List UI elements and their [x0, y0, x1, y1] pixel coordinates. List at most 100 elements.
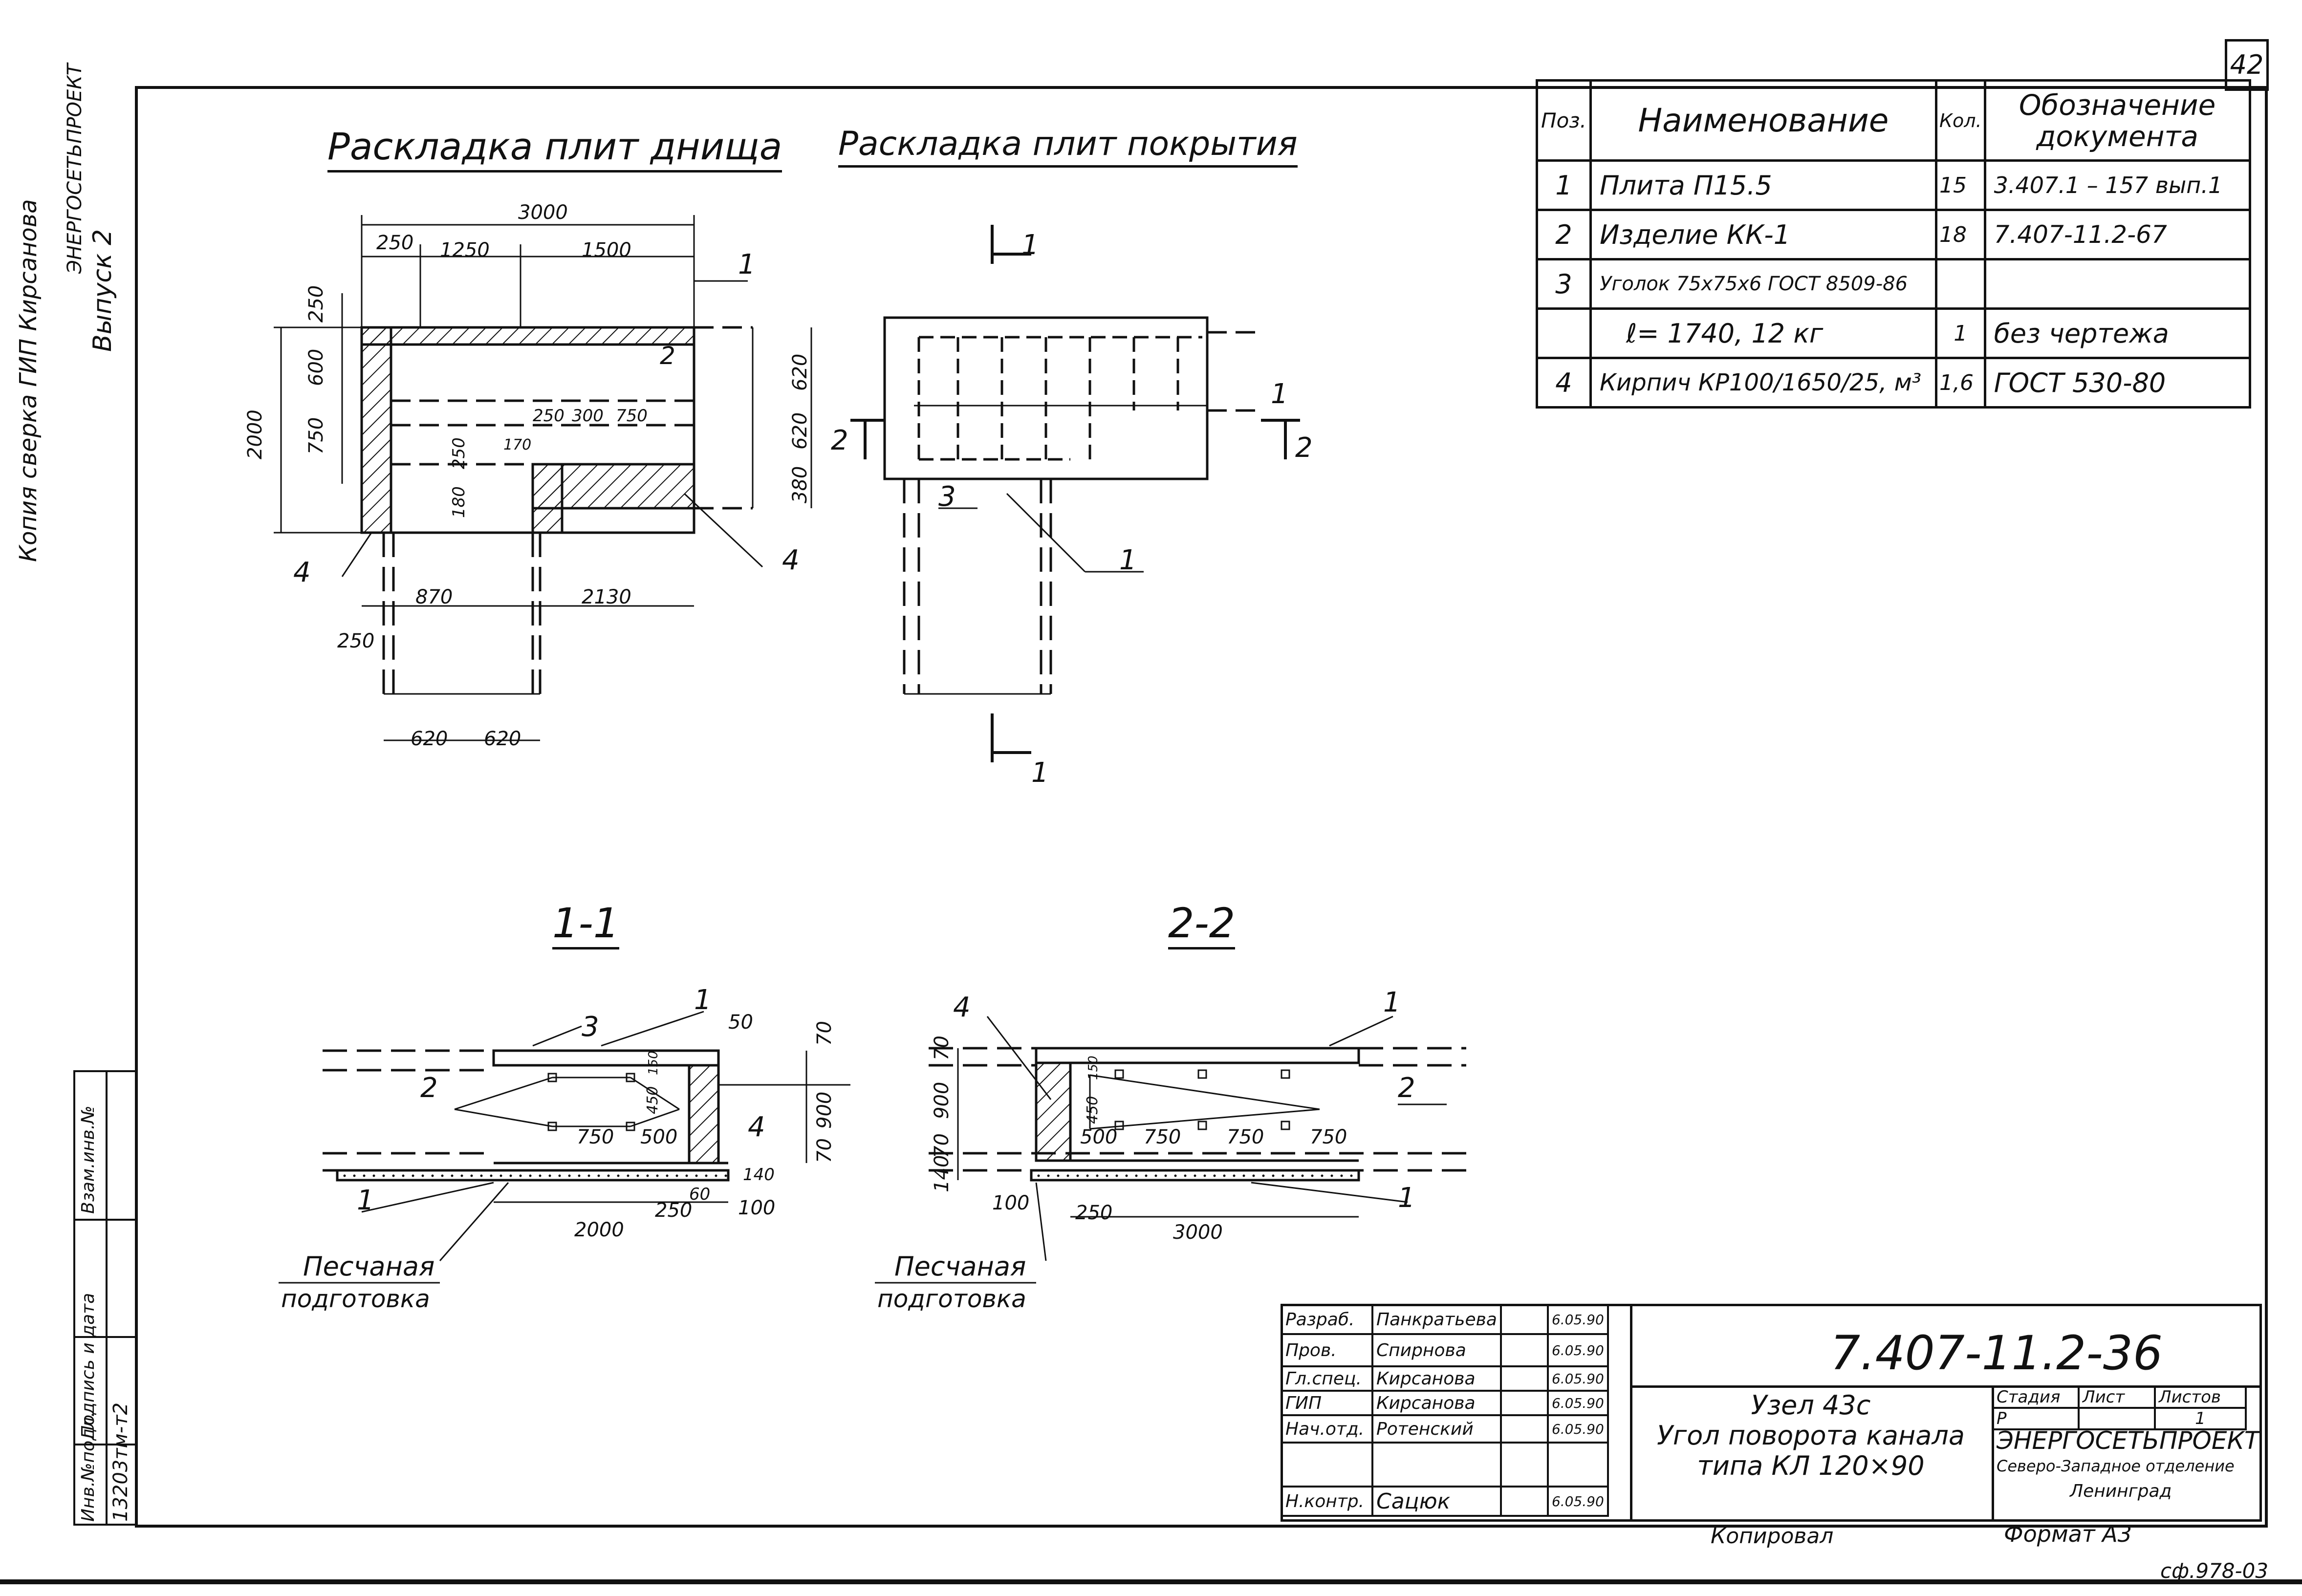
spec-doc — [1983, 258, 2251, 310]
section-22-title-text: 2-2 — [1168, 899, 1236, 947]
sig-role: Н.контр. — [1281, 1486, 1373, 1517]
sig-date: 6.05.90 — [1546, 1333, 1609, 1367]
spec-row: 1 Плита П15.5 15 3.407.1 – 157 вып.1 — [1536, 159, 2251, 211]
title-block: Разраб. Панкратьева 6.05.90 Пров. Спирно… — [1281, 1304, 2262, 1522]
spec-qty: 1 — [1934, 307, 1986, 359]
spec-qty: 18 — [1934, 209, 1986, 260]
sig-sign — [1499, 1333, 1549, 1367]
dim-250-a: 250 — [376, 232, 413, 254]
sig-row: Разраб. Панкратьева 6.05.90 — [1281, 1304, 1609, 1335]
signature-table: Разраб. Панкратьева 6.05.90 Пров. Спирно… — [1281, 1304, 1609, 1517]
stage-divider-v — [1992, 1385, 1994, 1519]
s22-dim-750b: 750 — [1227, 1126, 1264, 1148]
sig-sign — [1499, 1365, 1549, 1392]
s22-note-1: Песчаная — [894, 1251, 1026, 1282]
spec-pos: 2 — [1536, 209, 1592, 260]
dim-870: 870 — [415, 586, 453, 608]
s11-callout-4: 4 — [748, 1111, 765, 1143]
org-line-1: ЭНЕРГОСЕТЬПРОЕКТ — [1997, 1426, 2259, 1455]
sig-row — [1281, 1442, 1609, 1488]
footer-order: сф.978-03 — [2160, 1559, 2268, 1583]
dim-380: 380 — [789, 466, 811, 503]
s22-dim-70b: 70 — [931, 1133, 953, 1158]
s11-callout-3: 3 — [582, 1011, 599, 1043]
sig-sign — [1499, 1414, 1549, 1444]
strip-row2 — [75, 1336, 137, 1338]
sheet-value — [2078, 1407, 2156, 1430]
spec-name: Уголок 75х75х6 ГОСТ 8509-86 — [1589, 258, 1937, 310]
spec-doc: 7.407-11.2-67 — [1983, 209, 2251, 260]
stage-value-row: Р 1 — [1992, 1407, 2247, 1430]
spec-h-name: Наименование — [1589, 79, 1937, 162]
s11-note-2: подготовка — [281, 1285, 430, 1313]
specification-table: Поз. Наименование Кол. Обозначение докум… — [1536, 79, 2251, 409]
footer-format: Формат А3 — [2004, 1521, 2132, 1547]
desc-line-1: Узел 43с — [1751, 1390, 1871, 1421]
s22-dim-150: 150 — [1086, 1056, 1101, 1080]
drawing-description: Узел 43с Угол поворота канала типа КЛ 12… — [1635, 1390, 1987, 1481]
footer-copied-text: Копировал — [1711, 1524, 1834, 1549]
spec-doc: 3.407.1 – 157 вып.1 — [1983, 159, 2251, 211]
spec-h-pos: Поз. — [1536, 79, 1592, 162]
plan-top-title-text: Раскладка плит покрытия — [838, 125, 1298, 163]
sig-name: Сацюк — [1371, 1486, 1502, 1517]
sig-sign — [1499, 1304, 1549, 1335]
sig-sign — [1499, 1486, 1549, 1517]
s22-callout-1: 1 — [1383, 987, 1401, 1018]
spec-row: 3 Уголок 75х75х6 ГОСТ 8509-86 — [1536, 258, 2251, 310]
s22-dim-140: 140 — [931, 1155, 953, 1192]
sig-name: Кирсанова — [1371, 1390, 1502, 1416]
sig-name: Кирсанова — [1371, 1365, 1502, 1392]
section-22-labels: 70 900 70 140 450 150 500 750 750 750 10… — [877, 987, 1415, 1313]
spec-row: 4 Кирпич КР100/1650/25, м³ 1,6 ГОСТ 530-… — [1536, 357, 2251, 409]
s22-dim-3000: 3000 — [1173, 1221, 1223, 1244]
s11-dim-150: 150 — [646, 1051, 661, 1075]
strip-col-divider — [106, 1072, 108, 1524]
dim-2000: 2000 — [244, 410, 266, 459]
dim-250-e: 250 — [337, 630, 374, 652]
sig-role: Нач.отд. — [1281, 1414, 1373, 1444]
s11-note-1: Песчаная — [303, 1251, 434, 1282]
spec-name: Плита П15.5 — [1589, 159, 1937, 211]
spec-h-doc: Обозначение документа — [1983, 79, 2251, 162]
dim-620-b2: 620 — [484, 728, 521, 750]
sig-name: Панкратьева — [1371, 1304, 1502, 1335]
sig-sign — [1499, 1442, 1549, 1488]
section-mark-left: 2 — [831, 425, 848, 456]
s11-dim-250: 250 — [655, 1199, 692, 1222]
sig-date: 6.05.90 — [1546, 1414, 1609, 1444]
sig-row: ГИП Кирсанова 6.05.90 — [1281, 1390, 1609, 1416]
section-mark-bottom: 1 — [1031, 757, 1049, 789]
callout-top-1b: 1 — [1119, 544, 1137, 576]
dim-750-b: 750 — [616, 406, 648, 426]
sig-role: Гл.спец. — [1281, 1365, 1373, 1392]
dim-750: 750 — [305, 417, 327, 454]
plan-top-drawing — [850, 225, 1300, 762]
organization: ЭНЕРГОСЕТЬПРОЕКТ Северо-Западное отделен… — [1997, 1426, 2260, 1503]
dim-300: 300 — [572, 406, 604, 426]
callout-top-1: 1 — [1271, 378, 1288, 410]
callout-2: 2 — [660, 342, 675, 370]
spec-pos: 4 — [1536, 357, 1592, 409]
footer-format-text: Формат А3 — [2004, 1521, 2132, 1547]
spec-h-qty: Кол. — [1934, 79, 1986, 162]
section-11-title-text: 1-1 — [552, 899, 620, 947]
section-mark-top: 1 — [1021, 229, 1039, 261]
spec-h-doc-1: Обозначение — [2019, 88, 2216, 122]
dim-250-d: 250 — [449, 437, 469, 469]
title-divider-h — [1630, 1385, 2260, 1388]
dim-3000: 3000 — [518, 201, 568, 224]
dim-620-r2: 620 — [789, 412, 811, 450]
dim-600: 600 — [305, 349, 327, 386]
plan-bottom-dims: 3000 250 1250 1500 250 600 750 2000 250 … — [244, 201, 811, 750]
s11-dim-450: 450 — [644, 1086, 661, 1114]
sig-role: ГИП — [1281, 1390, 1373, 1416]
callout-4-left: 4 — [293, 557, 311, 588]
sig-date — [1546, 1442, 1609, 1488]
sig-date: 6.05.90 — [1546, 1304, 1609, 1335]
dim-620-r1: 620 — [789, 354, 811, 391]
callout-top-3: 3 — [938, 481, 956, 513]
s22-dim-450: 450 — [1084, 1096, 1101, 1124]
s11-callout-1b: 1 — [357, 1185, 374, 1216]
title-divider-v — [1630, 1306, 1632, 1519]
